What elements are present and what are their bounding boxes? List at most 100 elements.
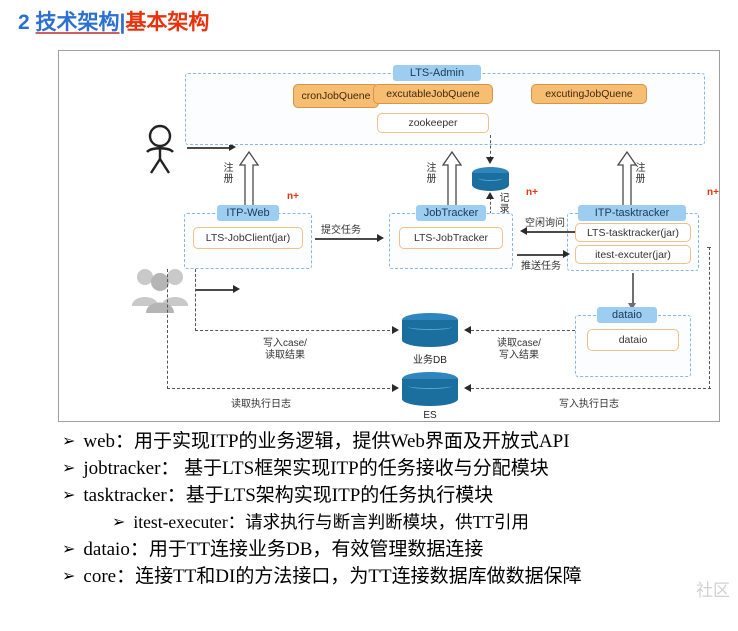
tasktracker-to-dataio-line xyxy=(632,273,634,305)
itp-tasktracker-item0-label: LTS-tasktracker(jar) xyxy=(587,226,679,239)
write-case-read-result-text: 写入case/ 读取结果 xyxy=(263,338,307,361)
bullet-text-3: itest-executer：请求执行与断言判断模块，供TT引用 xyxy=(133,512,530,532)
jobtracker-item-lts-jobtracker: LTS-JobTracker xyxy=(399,227,503,249)
dataio-item-box: dataio xyxy=(587,329,679,351)
bullet-item-1: ➢ jobtracker： 基于LTS框架实现ITP的任务接收与分配模块 xyxy=(62,455,738,482)
multiplicity-jobtracker: n+ xyxy=(526,187,538,198)
bullet-marker-0: ➢ xyxy=(62,433,76,450)
zookeeper-label: zookeeper xyxy=(408,117,458,129)
bullet-text-2: tasktracker：基于LTS架构实现ITP的任务执行模块 xyxy=(83,485,494,506)
admin-to-admin-group-arrowhead xyxy=(229,143,236,151)
read-case-write-result-text: 读取case/ 写入结果 xyxy=(497,338,541,361)
register-label-tasktracker: 注册 xyxy=(635,163,646,185)
bullet-item-3: ➢ itest-executer：请求执行与断言判断模块，供TT引用 xyxy=(62,509,738,536)
bullet-marker-5: ➢ xyxy=(62,568,76,585)
business-db-cylinder xyxy=(402,313,458,347)
idle-query-line xyxy=(527,231,575,233)
tasktracker-down-line xyxy=(709,247,710,389)
multiplicity-tasktracker: n+ xyxy=(707,187,719,198)
bullet-marker-4: ➢ xyxy=(62,541,76,558)
idle-query-label: 空闲询问 xyxy=(525,218,565,229)
excuting-job-quene-label: excutingJobQuene xyxy=(545,87,633,100)
excutable-job-quene-label: excutableJobQuene xyxy=(386,87,480,100)
bullet-marker-2: ➢ xyxy=(62,487,76,504)
tasktracker-right-stub xyxy=(707,247,711,248)
tasktracker-to-es-line xyxy=(471,388,711,389)
web-to-business-db-arrowhead xyxy=(392,326,399,334)
excuting-job-quene-box: excutingJobQuene xyxy=(531,84,647,104)
dataio-to-business-db-line xyxy=(471,330,575,331)
web-to-es-arrowhead xyxy=(392,384,399,392)
read-exec-log-label: 读取执行日志 xyxy=(231,399,291,410)
dataio-header-badge: dataio xyxy=(597,307,657,323)
business-db-caption: 业务DB xyxy=(413,355,447,366)
registry-to-jobtracker-arrowhead xyxy=(486,192,494,199)
itp-tasktracker-header-badge: ITP-tasktracker xyxy=(578,205,686,221)
title-red-part: 基本架构 xyxy=(125,11,210,34)
tasktracker-to-dataio-arrowhead xyxy=(628,303,636,310)
users-to-web-arrowhead xyxy=(233,285,240,293)
web-to-es-line xyxy=(167,388,395,389)
itp-web-item-lts-jobclient: LTS-JobClient(jar) xyxy=(193,227,303,249)
architecture-diagram: LTS-Admin cronJobQuene excutableJobQuene… xyxy=(58,50,720,422)
page-title: 2 技术架构|基本架构 xyxy=(18,6,209,36)
bullet-list: ➢ web：用于实现ITP的业务逻辑，提供Web界面及开放式API ➢ jobt… xyxy=(62,428,738,590)
registry-cylinder xyxy=(472,167,509,191)
es-db-caption: ES xyxy=(423,410,437,421)
admin-actor-icon xyxy=(137,123,183,175)
bullet-text-1: jobtracker： 基于LTS框架实现ITP的任务接收与分配模块 xyxy=(83,458,549,479)
itp-tasktracker-item-itest-excuter: itest-excuter(jar) xyxy=(575,245,691,264)
watermark: 社区 xyxy=(696,581,730,600)
zookeeper-box: zookeeper xyxy=(377,113,489,133)
idle-query-arrowhead xyxy=(520,227,527,235)
web-down-line-2 xyxy=(167,269,168,389)
users-to-web-line xyxy=(195,289,235,291)
submit-task-label: 提交任务 xyxy=(321,225,361,236)
bullet-text-0: web：用于实现ITP的业务逻辑，提供Web界面及开放式API xyxy=(83,431,570,452)
cron-job-quene-label: cronJobQuene xyxy=(301,89,371,102)
tasktracker-to-es-arrowhead xyxy=(464,384,471,392)
dataio-item-label: dataio xyxy=(618,334,648,346)
submit-task-line xyxy=(315,238,379,240)
itp-tasktracker-item1-label: itest-excuter(jar) xyxy=(595,248,671,261)
bullet-text-5: core：连接TT和DI的方法接口，为TT连接数据库做数据保障 xyxy=(83,566,582,587)
jobtracker-header-badge: JobTracker xyxy=(416,205,486,221)
bullet-item-4: ➢ dataio：用于TT连接业务DB，有效管理数据连接 xyxy=(62,536,738,563)
itp-web-item-label: LTS-JobClient(jar) xyxy=(205,232,291,244)
jobtracker-item-label: LTS-JobTracker xyxy=(413,232,489,244)
es-db-cylinder xyxy=(402,372,458,406)
users-actor-icon xyxy=(129,266,191,314)
push-task-arrowhead xyxy=(563,250,570,258)
admin-to-admin-group-line xyxy=(187,147,231,149)
web-down-line xyxy=(195,269,196,331)
write-case-read-result-label: 写入case/ 读取结果 xyxy=(249,338,321,362)
submit-task-arrowhead xyxy=(377,234,384,242)
bullet-marker-1: ➢ xyxy=(62,460,76,477)
register-label-jobtracker: 注册 xyxy=(426,163,437,185)
zookeeper-to-registry-line xyxy=(490,135,491,159)
dataio-to-business-db-arrowhead xyxy=(464,326,471,334)
title-number: 2 xyxy=(18,11,30,34)
bullet-marker-3: ➢ xyxy=(112,514,126,531)
bullet-item-0: ➢ web：用于实现ITP的业务逻辑，提供Web界面及开放式API xyxy=(62,428,738,455)
zookeeper-to-registry-arrowhead xyxy=(486,157,494,164)
title-separator: | xyxy=(119,11,126,34)
register-label-web: 注册 xyxy=(223,163,234,185)
itp-web-header-badge: ITP-Web xyxy=(217,205,279,221)
cron-job-quene-box: cronJobQuene xyxy=(293,84,379,108)
bullet-item-5: ➢ core：连接TT和DI的方法接口，为TT连接数据库做数据保障 xyxy=(62,563,738,590)
multiplicity-web: n+ xyxy=(287,191,299,202)
bullet-item-2: ➢ tasktracker：基于LTS架构实现ITP的任务执行模块 xyxy=(62,482,738,509)
web-to-business-db-line xyxy=(195,330,395,331)
bullet-text-4: dataio：用于TT连接业务DB，有效管理数据连接 xyxy=(83,539,484,560)
lts-admin-header-badge: LTS-Admin xyxy=(393,65,481,81)
push-task-label: 推送任务 xyxy=(521,261,561,272)
read-case-write-result-label: 读取case/ 写入结果 xyxy=(483,338,555,362)
record-label: 记录 xyxy=(499,193,510,215)
write-exec-log-label: 写入执行日志 xyxy=(559,399,619,410)
registry-to-jobtracker-line xyxy=(490,197,491,219)
itp-tasktracker-item-lts-tasktracker: LTS-tasktracker(jar) xyxy=(575,223,691,242)
excutable-job-quene-box: excutableJobQuene xyxy=(373,84,493,104)
push-task-line xyxy=(517,254,565,256)
title-blue-part: 技术架构 xyxy=(35,11,120,34)
